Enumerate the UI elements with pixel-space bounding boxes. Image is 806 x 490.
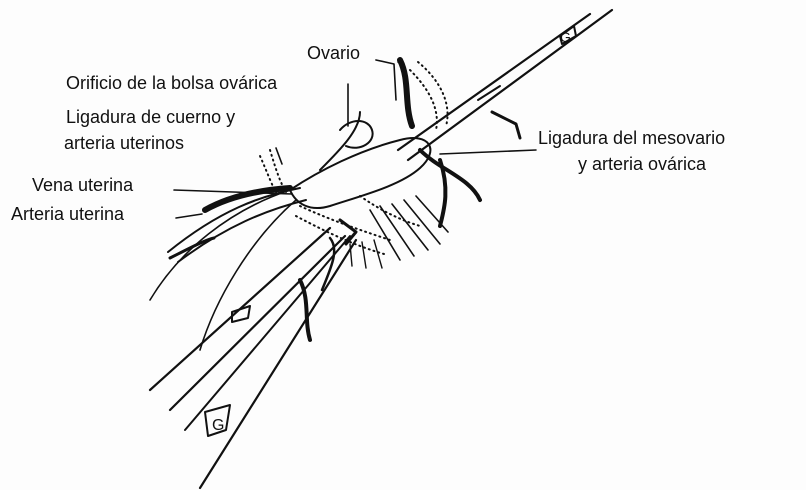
label-ligadura-mesovario-line1: Ligadura del mesovario bbox=[538, 128, 725, 148]
label-ligadura-cuerno-line2: arteria uterinos bbox=[64, 133, 184, 153]
forceps-mark-upper: G bbox=[560, 29, 571, 45]
lower-forceps bbox=[150, 228, 356, 488]
uterine-horn bbox=[150, 188, 306, 350]
label-ovario: Ovario bbox=[307, 43, 360, 63]
forceps-mark-lower: G bbox=[212, 417, 224, 434]
label-ligadura-mesovario-line2: y arteria ovárica bbox=[578, 154, 706, 174]
label-orificio-bolsa-ovarica: Orificio de la bolsa ovárica bbox=[66, 73, 277, 93]
label-arteria-uterina: Arteria uterina bbox=[11, 204, 124, 224]
label-ligadura-cuerno-line1: Ligadura de cuerno y bbox=[66, 107, 235, 127]
stippling bbox=[260, 62, 448, 254]
label-vena-uterina: Vena uterina bbox=[32, 175, 133, 195]
